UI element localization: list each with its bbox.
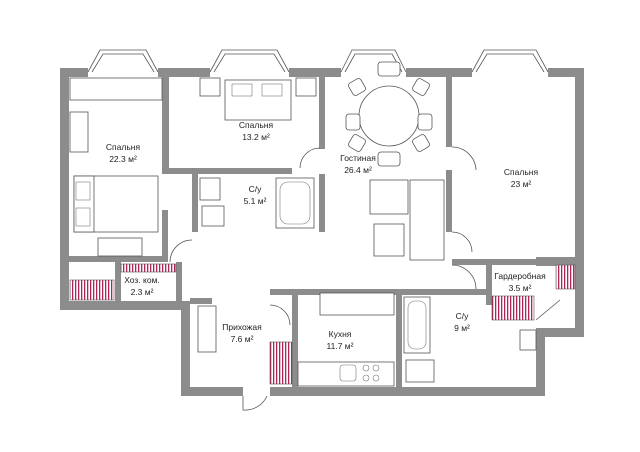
living-room-furniture: [345, 61, 477, 261]
room-name: Гостиная: [340, 153, 376, 163]
bedroom-2-furniture: [199, 77, 321, 169]
storage-furniture: [120, 263, 177, 273]
room-label-bathroom-2: С/у 9 м²: [454, 311, 470, 333]
room-name: Хоз. ком.: [124, 275, 160, 285]
room-area: 5.1 м²: [244, 196, 267, 206]
room-area: 23 м²: [511, 179, 532, 189]
outer-walls: [60, 68, 584, 396]
room-label-bedroom-2: Спальня 13.2 м²: [239, 120, 274, 142]
wardrobe-furniture: [491, 264, 576, 321]
room-area: 11.7 м²: [327, 341, 354, 351]
room-label-living-room: Гостиная 26.4 м²: [340, 153, 376, 175]
bathroom-1-fixtures: [169, 177, 315, 263]
room-label-storage: Хоз. ком. 2.3 м²: [124, 275, 160, 297]
room-area: 22.3 м²: [109, 154, 137, 164]
room-area: 2.3 м²: [131, 287, 154, 297]
room-area: 26.4 м²: [344, 165, 372, 175]
hallway-furniture: [197, 304, 293, 411]
room-name: Спальня: [239, 120, 274, 130]
room-name: Прихожая: [222, 322, 262, 332]
room-name: Спальня: [504, 167, 539, 177]
room-area: 3.5 м²: [509, 283, 532, 293]
room-area: 13.2 м²: [242, 132, 270, 142]
kitchen-furniture: [297, 292, 395, 387]
room-label-bedroom-3: Спальня 23 м²: [504, 167, 539, 189]
room-area: 7.6 м²: [231, 334, 254, 344]
interior-walls: [69, 77, 536, 394]
room-label-kitchen: Кухня 11.7 м²: [327, 329, 354, 351]
bay-windows: [87, 49, 549, 73]
room-name: С/у: [456, 311, 470, 321]
room-name: Спальня: [106, 142, 141, 152]
room-name: С/у: [249, 184, 263, 194]
room-label-hallway: Прихожая 7.6 м²: [222, 322, 262, 344]
room-label-bathroom-1: С/у 5.1 м²: [244, 184, 267, 206]
room-label-wardrobe: Гардеробная 3.5 м²: [494, 271, 546, 293]
room-name: Гардеробная: [494, 271, 546, 281]
bathroom-2-fixtures: [403, 264, 537, 383]
bedroom-1-furniture: [69, 77, 163, 301]
room-name: Кухня: [329, 329, 352, 339]
room-label-bedroom-1: Спальня 22.3 м²: [106, 142, 141, 164]
room-area: 9 м²: [454, 323, 470, 333]
